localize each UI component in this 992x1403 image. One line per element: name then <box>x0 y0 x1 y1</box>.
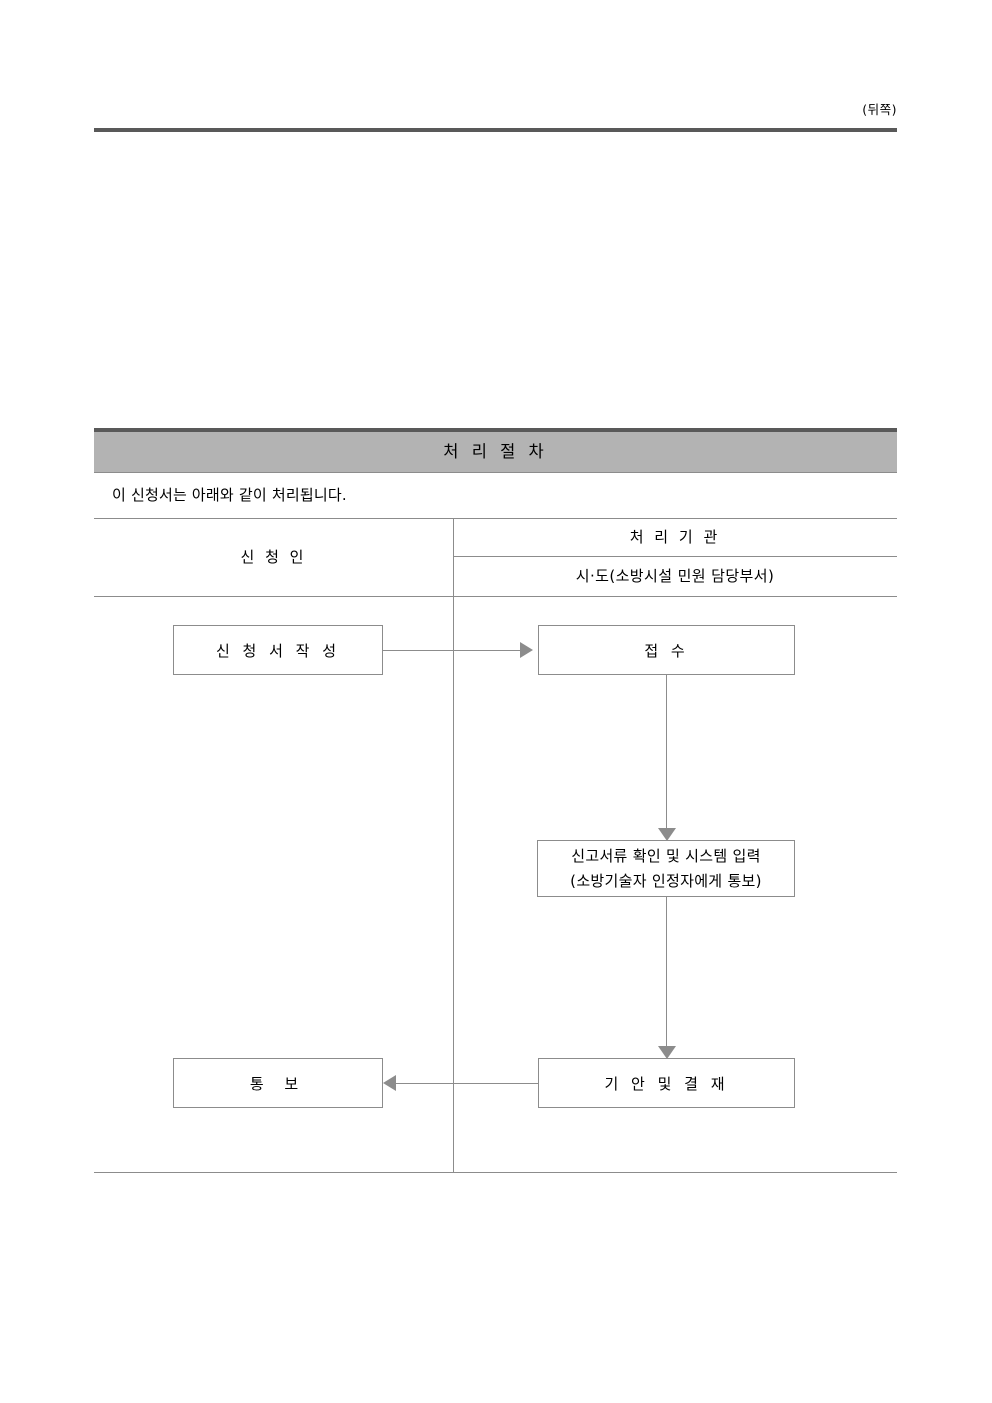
flow-box-application-writing: 신 청 서 작 성 <box>173 625 383 675</box>
column-header-applicant: 신 청 인 <box>240 548 307 566</box>
flow-box-drafting-approval: 기 안 및 결 재 <box>538 1058 795 1108</box>
procedure-table: 신 청 인 처 리 기 관 시·도(소방시설 민원 담당부서) 신 청 서 작 … <box>94 518 897 1173</box>
table-border-bottom <box>94 1172 897 1173</box>
processing-procedure-band: 처 리 절 차 <box>94 428 897 473</box>
flow-box-application-writing-label: 신 청 서 작 성 <box>215 641 341 660</box>
column-header-agency: 처 리 기 관 <box>629 528 721 546</box>
flow-box-notification-label: 통 보 <box>249 1074 307 1093</box>
table-header-splitter <box>453 556 897 557</box>
flow-box-receipt-label: 접 수 <box>644 641 689 660</box>
column-header-agency-department: 시·도(소방시설 민원 담당부서) <box>575 567 775 585</box>
table-border-top <box>94 518 897 519</box>
arrowhead-right-to-receipt <box>520 642 533 658</box>
flow-box-receipt: 접 수 <box>538 625 795 675</box>
page-side-marker: (뒤쪽) <box>862 102 897 117</box>
connector-application-to-receipt <box>383 650 520 651</box>
arrowhead-left-to-notification <box>383 1075 396 1091</box>
arrowhead-down-to-drafting <box>658 1046 676 1059</box>
connector-receipt-to-document-check <box>666 675 667 830</box>
flow-box-drafting-approval-label: 기 안 및 결 재 <box>604 1074 729 1093</box>
section-intro-text: 이 신청서는 아래와 같이 처리됩니다. <box>112 486 347 504</box>
page-top-rule <box>94 128 897 132</box>
flow-box-document-check-line1: 신고서류 확인 및 시스템 입력 <box>571 846 761 865</box>
table-column-divider <box>453 518 454 1173</box>
arrowhead-down-to-document-check <box>658 828 676 841</box>
flow-box-document-check: 신고서류 확인 및 시스템 입력 (소방기술자 인정자에게 통보) <box>537 840 795 897</box>
connector-document-check-to-drafting <box>666 897 667 1048</box>
connector-drafting-to-notification <box>394 1083 538 1084</box>
flow-box-document-check-line2: (소방기술자 인정자에게 통보) <box>570 871 762 890</box>
flow-box-notification: 통 보 <box>173 1058 383 1108</box>
table-header-bottom <box>94 596 897 597</box>
section-title: 처 리 절 차 <box>443 442 548 461</box>
